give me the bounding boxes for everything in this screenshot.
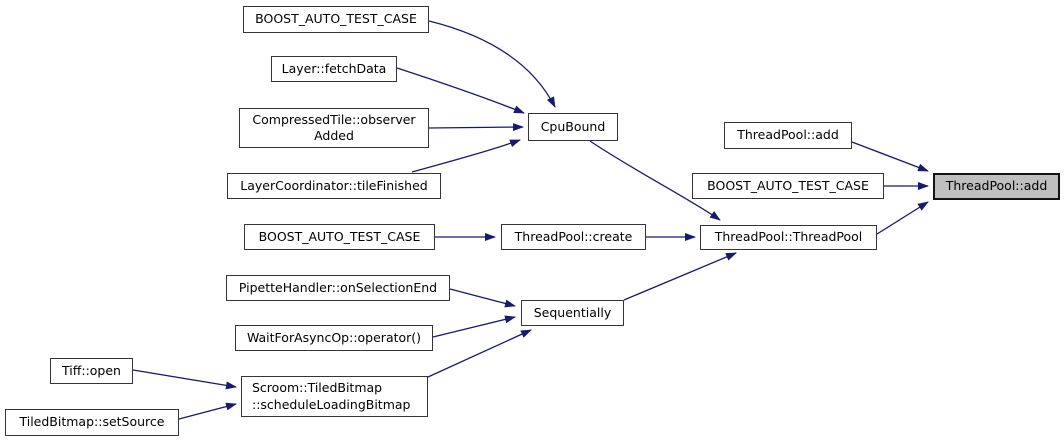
edge-tiledbitmap_setsource-to-scroom_schedule (178, 402, 237, 420)
node-threadpool_add_main: ThreadPool::add (933, 173, 1060, 200)
node-tiledbitmap_setsource[interactable]: TiledBitmap::setSource (5, 409, 179, 436)
node-boost_test_1[interactable]: BOOST_AUTO_TEST_CASE (243, 6, 429, 33)
node-threadpool_ctor[interactable]: ThreadPool::ThreadPool (700, 225, 877, 250)
edge-boost_test_1-to-cpubound (428, 20, 556, 108)
node-scroom_schedule[interactable]: Scroom::TiledBitmap ::scheduleLoadingBit… (241, 376, 428, 417)
node-threadpool_create[interactable]: ThreadPool::create (501, 224, 646, 250)
node-cpubound[interactable]: CpuBound (528, 113, 618, 141)
edge-compressedtile_observeradded-to-cpubound (428, 123, 524, 132)
edge-waitforasyncop_operator-to-sequentially (432, 315, 516, 338)
edge-pipettehandler_onselectionend-to-sequentially (449, 288, 516, 308)
node-boost_test_2[interactable]: BOOST_AUTO_TEST_CASE (244, 224, 435, 250)
edge-layercoordinator_tilefinished-to-cpubound (411, 139, 521, 173)
node-threadpool_add_caller[interactable]: ThreadPool::add (724, 122, 852, 149)
node-tiff_open[interactable]: Tiff::open (50, 358, 133, 384)
node-waitforasyncop_operator[interactable]: WaitForAsyncOp::operator() (235, 325, 433, 351)
node-compressedtile_observeradded[interactable]: CompressedTile::observer Added (239, 108, 429, 148)
node-boost_test_3[interactable]: BOOST_AUTO_TEST_CASE (692, 173, 884, 199)
edge-tiff_open-to-scroom_schedule (132, 369, 237, 390)
edge-threadpool_ctor-to-threadpool_add_main (876, 201, 929, 235)
edge-cpubound-to-threadpool_ctor (589, 140, 721, 221)
edge-layer_fetchdata-to-cpubound (396, 67, 525, 114)
edge-sequentially-to-threadpool_ctor (623, 252, 737, 301)
edge-scroom_schedule-to-sequentially (427, 329, 532, 378)
node-layer_fetchdata[interactable]: Layer::fetchData (271, 56, 397, 82)
node-pipettehandler_onselectionend[interactable]: PipetteHandler::onSelectionEnd (226, 275, 450, 301)
node-layercoordinator_tilefinished[interactable]: LayerCoordinator::tileFinished (227, 173, 441, 199)
edge-threadpool_add_caller-to-threadpool_add_main (851, 141, 929, 172)
node-sequentially[interactable]: Sequentially (521, 300, 624, 326)
